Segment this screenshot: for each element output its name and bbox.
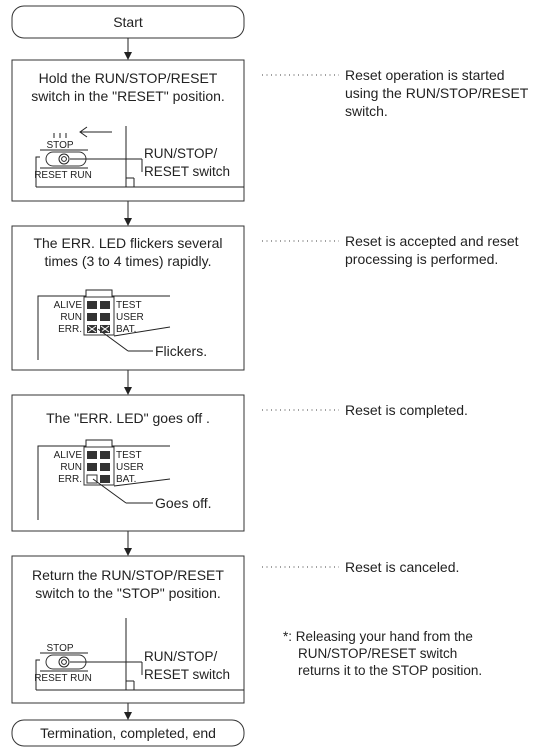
note-1-line-2: using the RUN/STOP/RESET — [345, 85, 529, 101]
step-4-box — [11, 555, 245, 704]
switch-callout-2-line-1: RUN/STOP/ — [144, 649, 218, 664]
led-left-label-1-c: ERR. — [58, 324, 82, 335]
led-figure-2 — [37, 439, 171, 520]
step-1-line-2: switch in the "RESET" position. — [31, 88, 225, 104]
note-1-line-3: switch. — [345, 103, 388, 119]
led-left-label-2-c: ERR. — [58, 474, 82, 485]
led-right-label-2-a: TEST — [116, 450, 142, 461]
led-left-label-2-a: ALIVE — [54, 450, 83, 461]
step-3-box — [11, 394, 245, 532]
led-right-label-1-a: TEST — [116, 300, 142, 311]
switch-callout-2-line-2: RESET switch — [144, 667, 230, 682]
goes-off-callout: Goes off. — [155, 495, 212, 511]
step-2-box — [11, 225, 245, 371]
flickers-callout: Flickers. — [155, 343, 207, 359]
switch-callout-1-line-2: RESET switch — [144, 164, 230, 179]
switch-figure-2: STOP RESET RUN — [34, 618, 244, 691]
note-2-line-1: Reset is accepted and reset — [345, 233, 519, 249]
switch-stop-label-2: STOP — [46, 643, 73, 654]
led-figure-1 — [37, 289, 171, 360]
switch-reset-run-label-1: RESET RUN — [34, 170, 92, 181]
footnote-line-3: returns it to the STOP position. — [298, 663, 482, 678]
led-left-label-2-b: RUN — [60, 462, 82, 473]
note-2-line-2: processing is performed. — [345, 251, 498, 267]
led-right-label-1-b: USER — [116, 312, 144, 323]
switch-reset-run-label-2: RESET RUN — [34, 673, 92, 684]
footnote-line-1: *: Releasing your hand from the — [283, 629, 473, 644]
switch-stop-label-1: STOP — [46, 140, 73, 151]
switch-callout-1-line-1: RUN/STOP/ — [144, 146, 218, 161]
step-2-line-1: The ERR. LED flickers several — [33, 235, 222, 251]
step-3-line-1: The "ERR. LED" goes off . — [46, 410, 210, 426]
note-3-line-1: Reset is completed. — [345, 402, 468, 418]
note-1-line-1: Reset operation is started — [345, 67, 505, 83]
led-left-label-1-a: ALIVE — [54, 300, 83, 311]
switch-figure-1: STOP RESET RUN — [34, 126, 244, 188]
led-left-label-1-b: RUN — [60, 312, 82, 323]
note-4-line-1: Reset is canceled. — [345, 559, 459, 575]
connector-arrows — [124, 38, 132, 720]
end-terminal — [11, 719, 245, 747]
step-4-line-1: Return the RUN/STOP/RESET — [32, 567, 224, 583]
start-label: Start — [113, 14, 143, 30]
step-4-line-2: switch to the "STOP" position. — [35, 585, 221, 601]
led-right-label-1-c: BAT. — [116, 324, 136, 335]
footnote-line-2: RUN/STOP/RESET switch — [298, 646, 457, 661]
end-label: Termination, completed, end — [40, 725, 216, 741]
led-right-label-2-b: USER — [116, 462, 144, 473]
led-right-label-2-c: BAT. — [116, 474, 136, 485]
step-1-line-1: Hold the RUN/STOP/RESET — [39, 70, 218, 86]
step-2-line-2: times (3 to 4 times) rapidly. — [44, 253, 211, 269]
